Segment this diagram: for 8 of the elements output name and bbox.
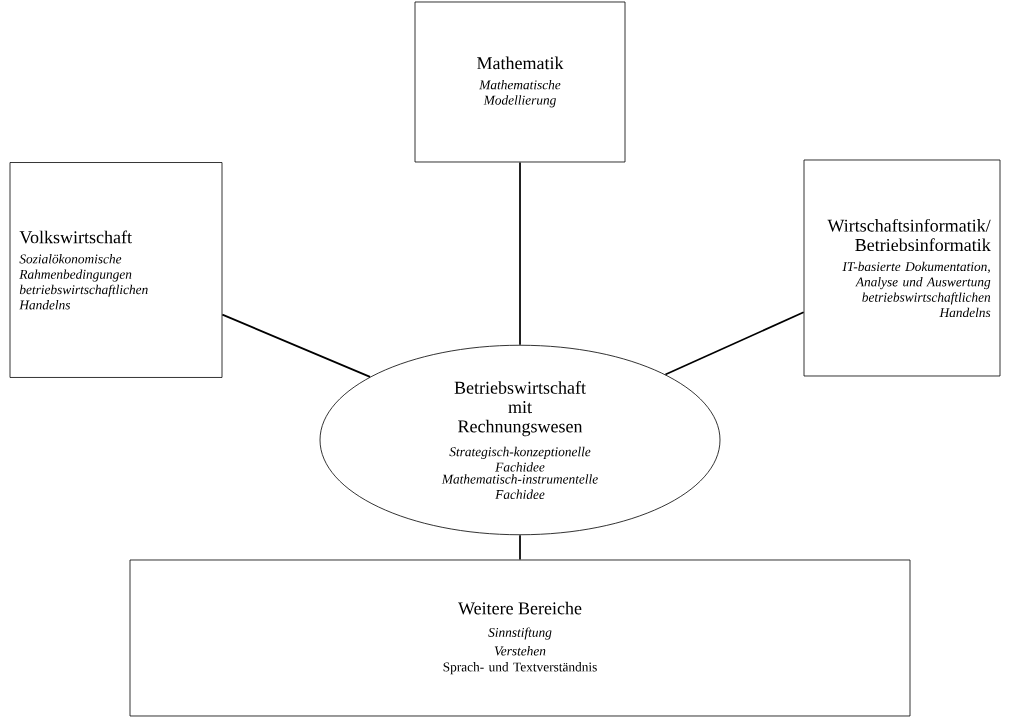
subject-box: Wirtschaftsinformatik/ Betriebsinformatik IT-basierte Dokumentation, Analyse und Auswertung betriebswirtschaftlichen Handelns: [803, 159, 1001, 377]
subject-box: Volkswirtschaft Sozialökonomische Rahmenbedingungen betriebswirtschaftlichen Handelns: [9, 162, 223, 378]
subject-box: Weitere Bereiche Sinnstiftung Verstehen Sprach- und Textverständnis: [129, 559, 911, 717]
subject-box: Mathematik Mathematische Modellierung: [414, 1, 626, 163]
connector-line: [221, 313, 371, 378]
connector-line: [664, 311, 805, 376]
connector-line: [519, 161, 521, 346]
connector-line: [519, 534, 521, 561]
